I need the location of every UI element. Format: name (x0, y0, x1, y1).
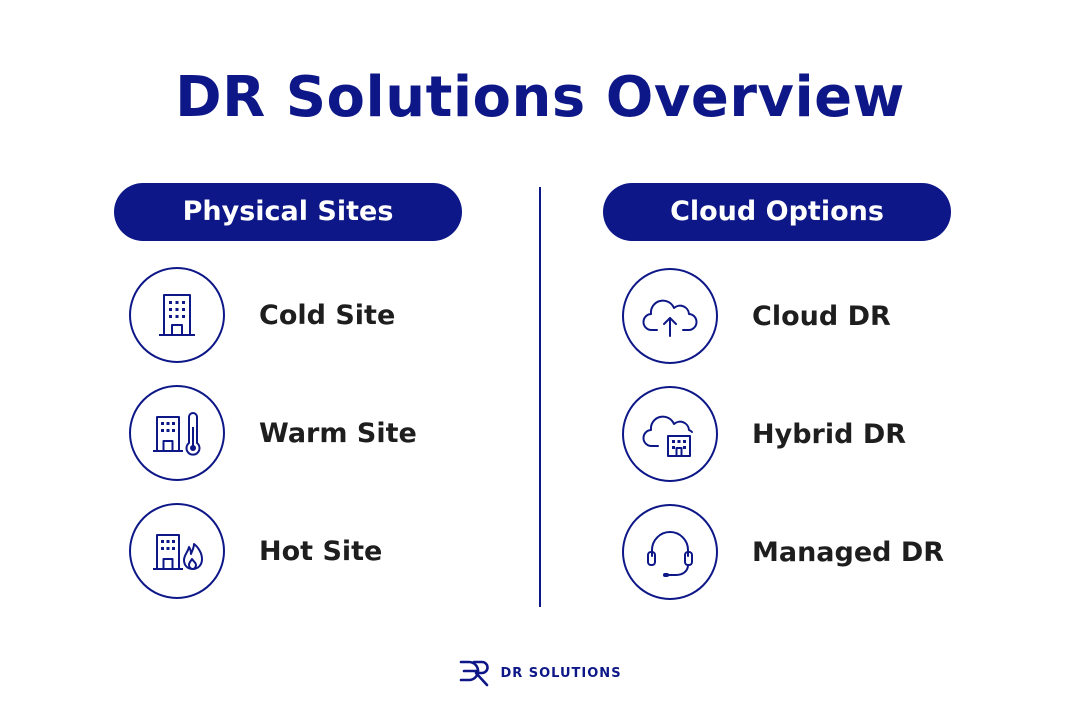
footer-brand: DR SOLUTIONS (0, 658, 1080, 688)
dr-monogram-logo (460, 660, 490, 687)
icon-circle (129, 267, 225, 363)
item-label-hybrid-dr: Hybrid DR (752, 418, 907, 450)
physical-sites-heading: Physical Sites (114, 183, 462, 241)
icon-circle (129, 385, 225, 481)
cloud-upload-icon (642, 299, 698, 337)
icon-circle (129, 503, 225, 599)
cloud-building-icon (642, 415, 693, 457)
item-label-managed-dr: Managed DR (752, 536, 945, 568)
page-title: DR Solutions Overview (175, 65, 905, 130)
item-label-cold-site: Cold Site (259, 299, 396, 331)
office-building-icon (159, 294, 195, 336)
item-label-warm-site: Warm Site (259, 417, 417, 449)
item-label-hot-site: Hot Site (259, 535, 383, 567)
item-label-cloud-dr: Cloud DR (752, 300, 891, 332)
icon-circle (622, 268, 718, 364)
list-item-cold-site: Cold Site (129, 265, 395, 365)
list-item-managed-dr: Managed DR (622, 502, 944, 602)
list-item-hybrid-dr: Hybrid DR (622, 384, 906, 484)
headset-icon (647, 531, 693, 577)
building-thermometer-icon (153, 412, 201, 456)
icon-circle (622, 386, 718, 482)
cloud-options-heading: Cloud Options (603, 183, 951, 241)
building-flame-icon (153, 534, 203, 570)
column-divider (539, 187, 541, 607)
list-item-hot-site: Hot Site (129, 501, 382, 601)
list-item-warm-site: Warm Site (129, 383, 417, 483)
icon-circle (622, 504, 718, 600)
list-item-cloud-dr: Cloud DR (622, 266, 891, 366)
footer-brand-text: DR SOLUTIONS (500, 665, 622, 681)
